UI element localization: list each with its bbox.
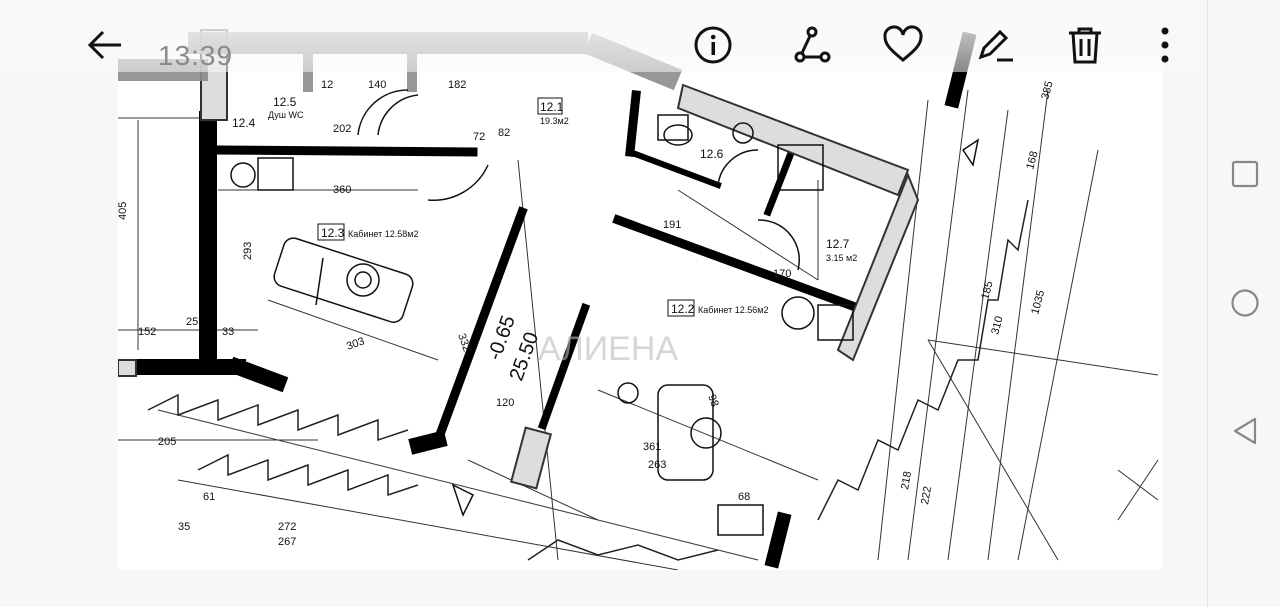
arrow-left-icon bbox=[87, 30, 121, 60]
dimension-label: 168 bbox=[1024, 150, 1040, 171]
dimension-label: 12 bbox=[321, 79, 333, 91]
dimension-label: 1035 bbox=[1029, 289, 1047, 316]
dimension-label: 170 bbox=[773, 268, 791, 280]
room-name: 19.3м2 bbox=[540, 116, 569, 126]
share-button[interactable] bbox=[789, 22, 835, 68]
dimension-label: 272 bbox=[278, 521, 296, 533]
dimension-label: 182 bbox=[448, 79, 466, 91]
home-button[interactable] bbox=[1226, 284, 1264, 322]
trash-icon bbox=[1069, 27, 1101, 64]
room-code: 12.5 bbox=[273, 95, 297, 109]
dimension-label: 35 bbox=[178, 521, 190, 533]
room-name: Кабинет 12.58м2 bbox=[348, 229, 418, 239]
time-overlay: 13:39 bbox=[158, 40, 234, 71]
dimension-label: 332 bbox=[455, 332, 473, 353]
square-icon bbox=[1231, 160, 1259, 188]
dimension-label: 202 bbox=[333, 123, 351, 135]
dimension-label: 310 bbox=[989, 315, 1005, 336]
watermark: АЛИЕНА bbox=[538, 330, 678, 368]
system-navigation-bar bbox=[1207, 0, 1280, 607]
dimension-label: 33 bbox=[222, 326, 234, 338]
dimension-label: 303 bbox=[345, 335, 366, 353]
dimension-label: 222 bbox=[919, 485, 934, 505]
delete-button[interactable] bbox=[1062, 22, 1108, 68]
edit-button[interactable] bbox=[972, 22, 1018, 68]
dimension-label: 72 bbox=[473, 131, 485, 143]
dimension-label: 61 bbox=[203, 491, 215, 503]
circle-icon bbox=[1231, 289, 1259, 317]
room-name: 3.15 м2 bbox=[826, 253, 857, 263]
room-code: 12.2 bbox=[671, 302, 695, 316]
dimension-label: 205 bbox=[158, 436, 176, 448]
more-vertical-icon bbox=[1161, 27, 1169, 63]
edit-icon bbox=[978, 29, 1013, 62]
triangle-back-icon bbox=[1233, 417, 1257, 445]
dimension-label: 361 bbox=[643, 441, 661, 453]
info-icon bbox=[694, 26, 732, 64]
system-back-button[interactable] bbox=[1226, 412, 1264, 450]
back-button[interactable] bbox=[82, 22, 128, 68]
dimension-label: 120 bbox=[496, 397, 514, 409]
dimension-label: 267 bbox=[278, 536, 296, 548]
dimension-label: 98 bbox=[705, 393, 720, 409]
room-code: 12.4 bbox=[232, 116, 256, 130]
dimension-label: 218 bbox=[899, 470, 914, 490]
dimension-label: 191 bbox=[663, 219, 681, 231]
info-button[interactable] bbox=[690, 22, 736, 68]
room-code: 12.6 bbox=[700, 147, 724, 161]
room-code: 12.1 bbox=[540, 100, 564, 114]
favorite-button[interactable] bbox=[880, 22, 926, 68]
room-name: Кабинет 12.56м2 bbox=[698, 305, 768, 315]
dimension-label: 385 bbox=[1039, 80, 1055, 101]
dimension-label: 185 bbox=[979, 280, 995, 301]
share-icon bbox=[794, 26, 831, 63]
dimension-label: 68 bbox=[738, 491, 750, 503]
dimension-label: 293 bbox=[242, 242, 254, 260]
dimension-labels: 182 140 12 202 72 82 360 405 293 152 25 33 303 332 120… bbox=[118, 79, 1056, 548]
dimension-label: 263 bbox=[648, 459, 666, 471]
dimension-label: 140 bbox=[368, 79, 386, 91]
heart-icon bbox=[883, 25, 923, 62]
more-options-button[interactable] bbox=[1142, 22, 1188, 68]
recents-button[interactable] bbox=[1226, 155, 1264, 193]
dimension-label: 152 bbox=[138, 326, 156, 338]
room-code: 12.3 bbox=[321, 226, 345, 240]
dimension-label: 360 bbox=[333, 184, 351, 196]
floor-plan-drawing: 12.3 Кабинет 12.58м2 12.2 Кабинет 12.56м… bbox=[118, 29, 1159, 570]
dimension-label: 405 bbox=[118, 202, 129, 220]
room-name: Душ WC bbox=[268, 110, 304, 120]
photo-viewer-toolbar: 13:39 bbox=[0, 0, 1206, 72]
floor-plan-image[interactable]: 12.3 Кабинет 12.58м2 12.2 Кабинет 12.56м… bbox=[118, 0, 1162, 570]
dimension-label: 82 bbox=[498, 127, 510, 139]
dimension-label: 25 bbox=[186, 316, 198, 328]
room-code: 12.7 bbox=[826, 237, 850, 251]
